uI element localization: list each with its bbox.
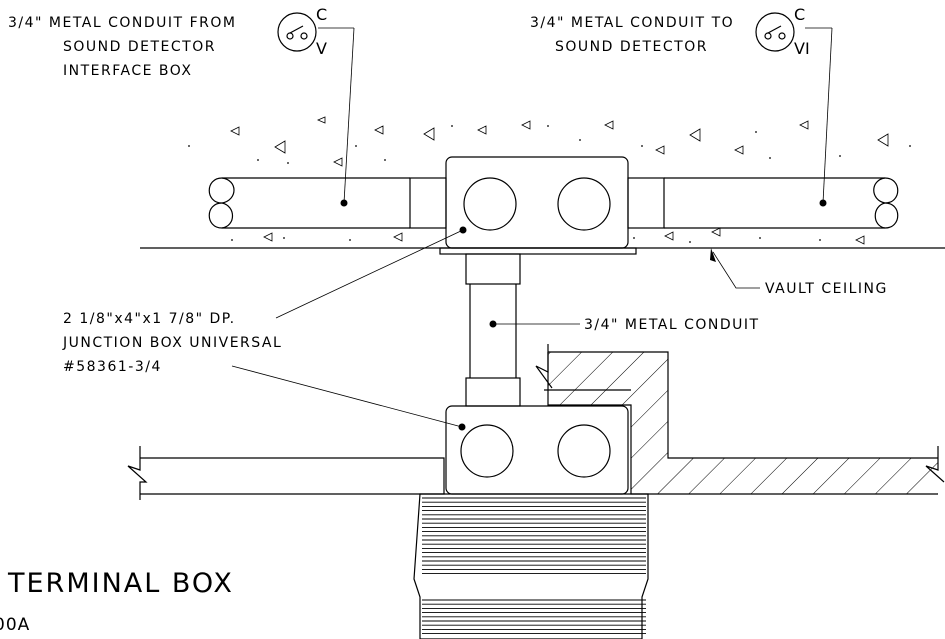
lower-floor-slab (127, 446, 945, 500)
label-conduit-from-line-3: INTERFACE BOX (63, 63, 192, 79)
vertical-conduit (465, 253, 521, 407)
leader-lines (231, 27, 833, 431)
drawing-subtitle: 00A (0, 615, 30, 635)
label-junction-box-line-1: 2 1/8"x4"x1 7/8" DP. (63, 311, 236, 327)
terminal-box (413, 493, 649, 639)
symbol-right-top: C (794, 5, 805, 24)
right-conduit (627, 177, 899, 229)
hatched-wall (535, 344, 938, 495)
drawing-title: TERMINAL BOX (7, 568, 234, 599)
concrete-aggregate-marks (188, 116, 911, 245)
label-vault-ceiling: VAULT CEILING (765, 281, 888, 297)
upper-junction-box (439, 156, 637, 255)
label-conduit-from-line-2: SOUND DETECTOR (63, 39, 216, 55)
label-junction-box-line-2: JUNCTION BOX UNIVERSAL (62, 335, 282, 351)
label-junction-box-line-3: #58361-3/4 (63, 359, 162, 375)
label-conduit-to-line-1: 3/4" METAL CONDUIT TO (530, 15, 734, 31)
symbol-left-bottom: V (316, 39, 327, 58)
symbol-left: C V (277, 5, 327, 58)
lower-junction-box (445, 405, 629, 495)
left-conduit (208, 177, 447, 229)
label-metal-conduit: 3/4" METAL CONDUIT (584, 317, 760, 333)
symbol-right: C VI (755, 5, 810, 58)
label-conduit-to: 3/4" METAL CONDUIT TO SOUND DETECTOR (530, 15, 734, 55)
label-conduit-from: 3/4" METAL CONDUIT FROM SOUND DETECTOR I… (8, 15, 236, 79)
label-junction-box: 2 1/8"x4"x1 7/8" DP. JUNCTION BOX UNIVER… (62, 311, 282, 375)
label-conduit-to-line-2: SOUND DETECTOR (555, 39, 708, 55)
label-conduit-from-line-1: 3/4" METAL CONDUIT FROM (8, 15, 236, 31)
symbol-right-bottom: VI (794, 39, 810, 58)
symbol-left-top: C (316, 5, 327, 24)
